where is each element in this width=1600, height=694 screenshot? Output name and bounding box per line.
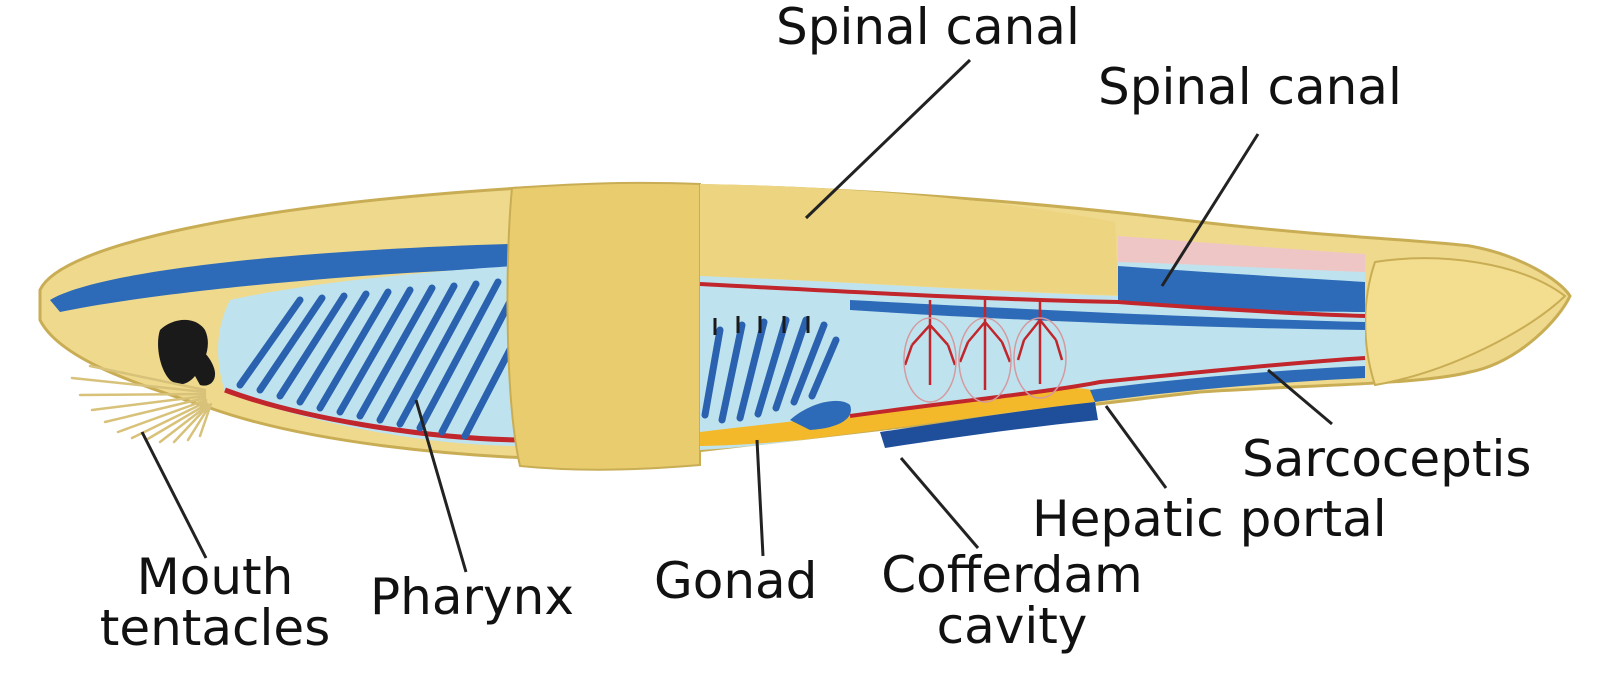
branching-vessels: [903, 300, 1064, 390]
rear-upper-surface: [700, 184, 1118, 295]
label-gonad: Gonad: [654, 552, 818, 610]
leader-spinal-canal-top: [804, 58, 972, 220]
leader-sarcoceptis: [1267, 368, 1333, 426]
tail-cone: [1364, 257, 1567, 387]
label-spinal-canal-right: Spinal canal: [1098, 58, 1402, 116]
leader-gonad: [755, 439, 765, 557]
label-cofferdam-line2: cavity: [936, 597, 1088, 655]
dorsal-blue-strip: [850, 300, 1365, 330]
label-mouth-tentacles-line2: tentacles: [99, 599, 331, 657]
dorsal-marks: [713, 316, 810, 335]
label-pharynx: Pharynx: [370, 568, 574, 626]
label-hepatic-portal: Hepatic portal: [1032, 490, 1387, 548]
cofferdam-drawing: [880, 402, 1098, 448]
notochord-front: [50, 244, 512, 312]
ventral-vessel-rear: [849, 356, 1366, 418]
gonad-drawing: [700, 388, 1100, 446]
gill-slits-front: [236, 278, 519, 440]
leader-hepatic-portal: [1104, 405, 1168, 489]
dorsal-strip-rear: [1118, 236, 1365, 272]
leader-mouth-tentacles: [140, 431, 208, 559]
notochord-rear: [1118, 266, 1365, 312]
label-cofferdam-line1: Cofferdam: [881, 546, 1143, 604]
ventral-vessel-front: [224, 387, 519, 443]
label-mouth-tentacles: Mouth tentacles: [80, 552, 350, 654]
gonad-rings: [903, 317, 1067, 403]
label-cofferdam-cavity: Cofferdam cavity: [862, 550, 1162, 652]
leader-lines: [140, 58, 1333, 573]
label-mouth-tentacles-line1: Mouth: [136, 548, 294, 606]
dorsal-vessel-rear: [699, 282, 1366, 318]
middle-band: [506, 181, 701, 471]
hepatic-blue-strip: [1090, 366, 1365, 402]
label-spinal-canal-top: Spinal canal: [776, 0, 1080, 56]
gill-slits-rear: [701, 316, 840, 424]
hepatic-diverticulum: [790, 400, 851, 430]
leader-cofferdam: [899, 457, 980, 549]
mouth-tentacles-drawing: [70, 364, 213, 444]
leader-spinal-canal-right: [1160, 133, 1260, 287]
label-sarcoceptis: Sarcoceptis: [1242, 430, 1532, 488]
mouth-hood: [158, 319, 216, 386]
leader-pharynx: [414, 399, 468, 573]
